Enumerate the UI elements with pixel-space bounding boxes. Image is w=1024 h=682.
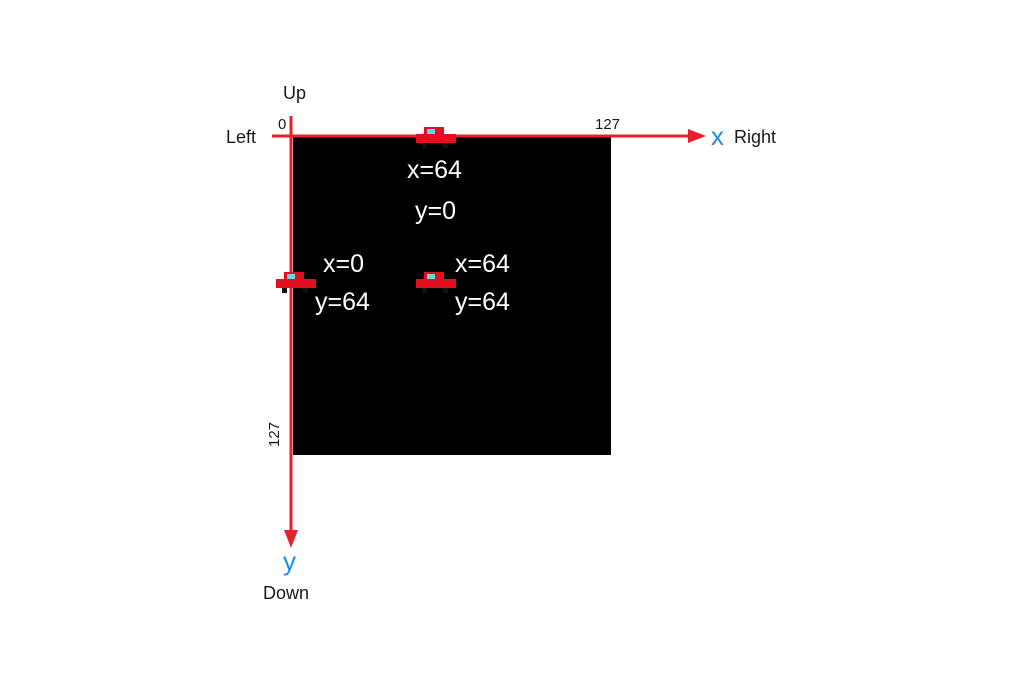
y-axis-arrowhead: [284, 530, 298, 548]
right-label: Right: [734, 127, 777, 147]
sprite-3-y-label: y=64: [455, 288, 510, 316]
up-label: Up: [283, 83, 307, 103]
sprite-2-x-label: x=0: [323, 250, 365, 278]
car-icon: [276, 272, 316, 293]
y-axis-letter: y: [283, 546, 296, 576]
x-axis-letter: x: [711, 121, 724, 151]
x-max-tick: 127: [595, 116, 621, 133]
sprite-3-x-label: x=64: [455, 250, 510, 278]
origin-tick: 0: [278, 116, 287, 133]
screen-area: [293, 137, 611, 455]
x-axis-arrowhead: [688, 129, 706, 143]
left-label: Left: [226, 127, 257, 147]
sprite-2-y-label: y=64: [315, 288, 370, 316]
y-max-tick: 127: [266, 421, 283, 447]
car-icon: [416, 272, 456, 293]
car-icon: [416, 127, 456, 148]
down-label: Down: [263, 583, 310, 603]
sprite-1-y-label: y=0: [415, 197, 457, 225]
sprite-1-x-label: x=64: [407, 156, 462, 184]
